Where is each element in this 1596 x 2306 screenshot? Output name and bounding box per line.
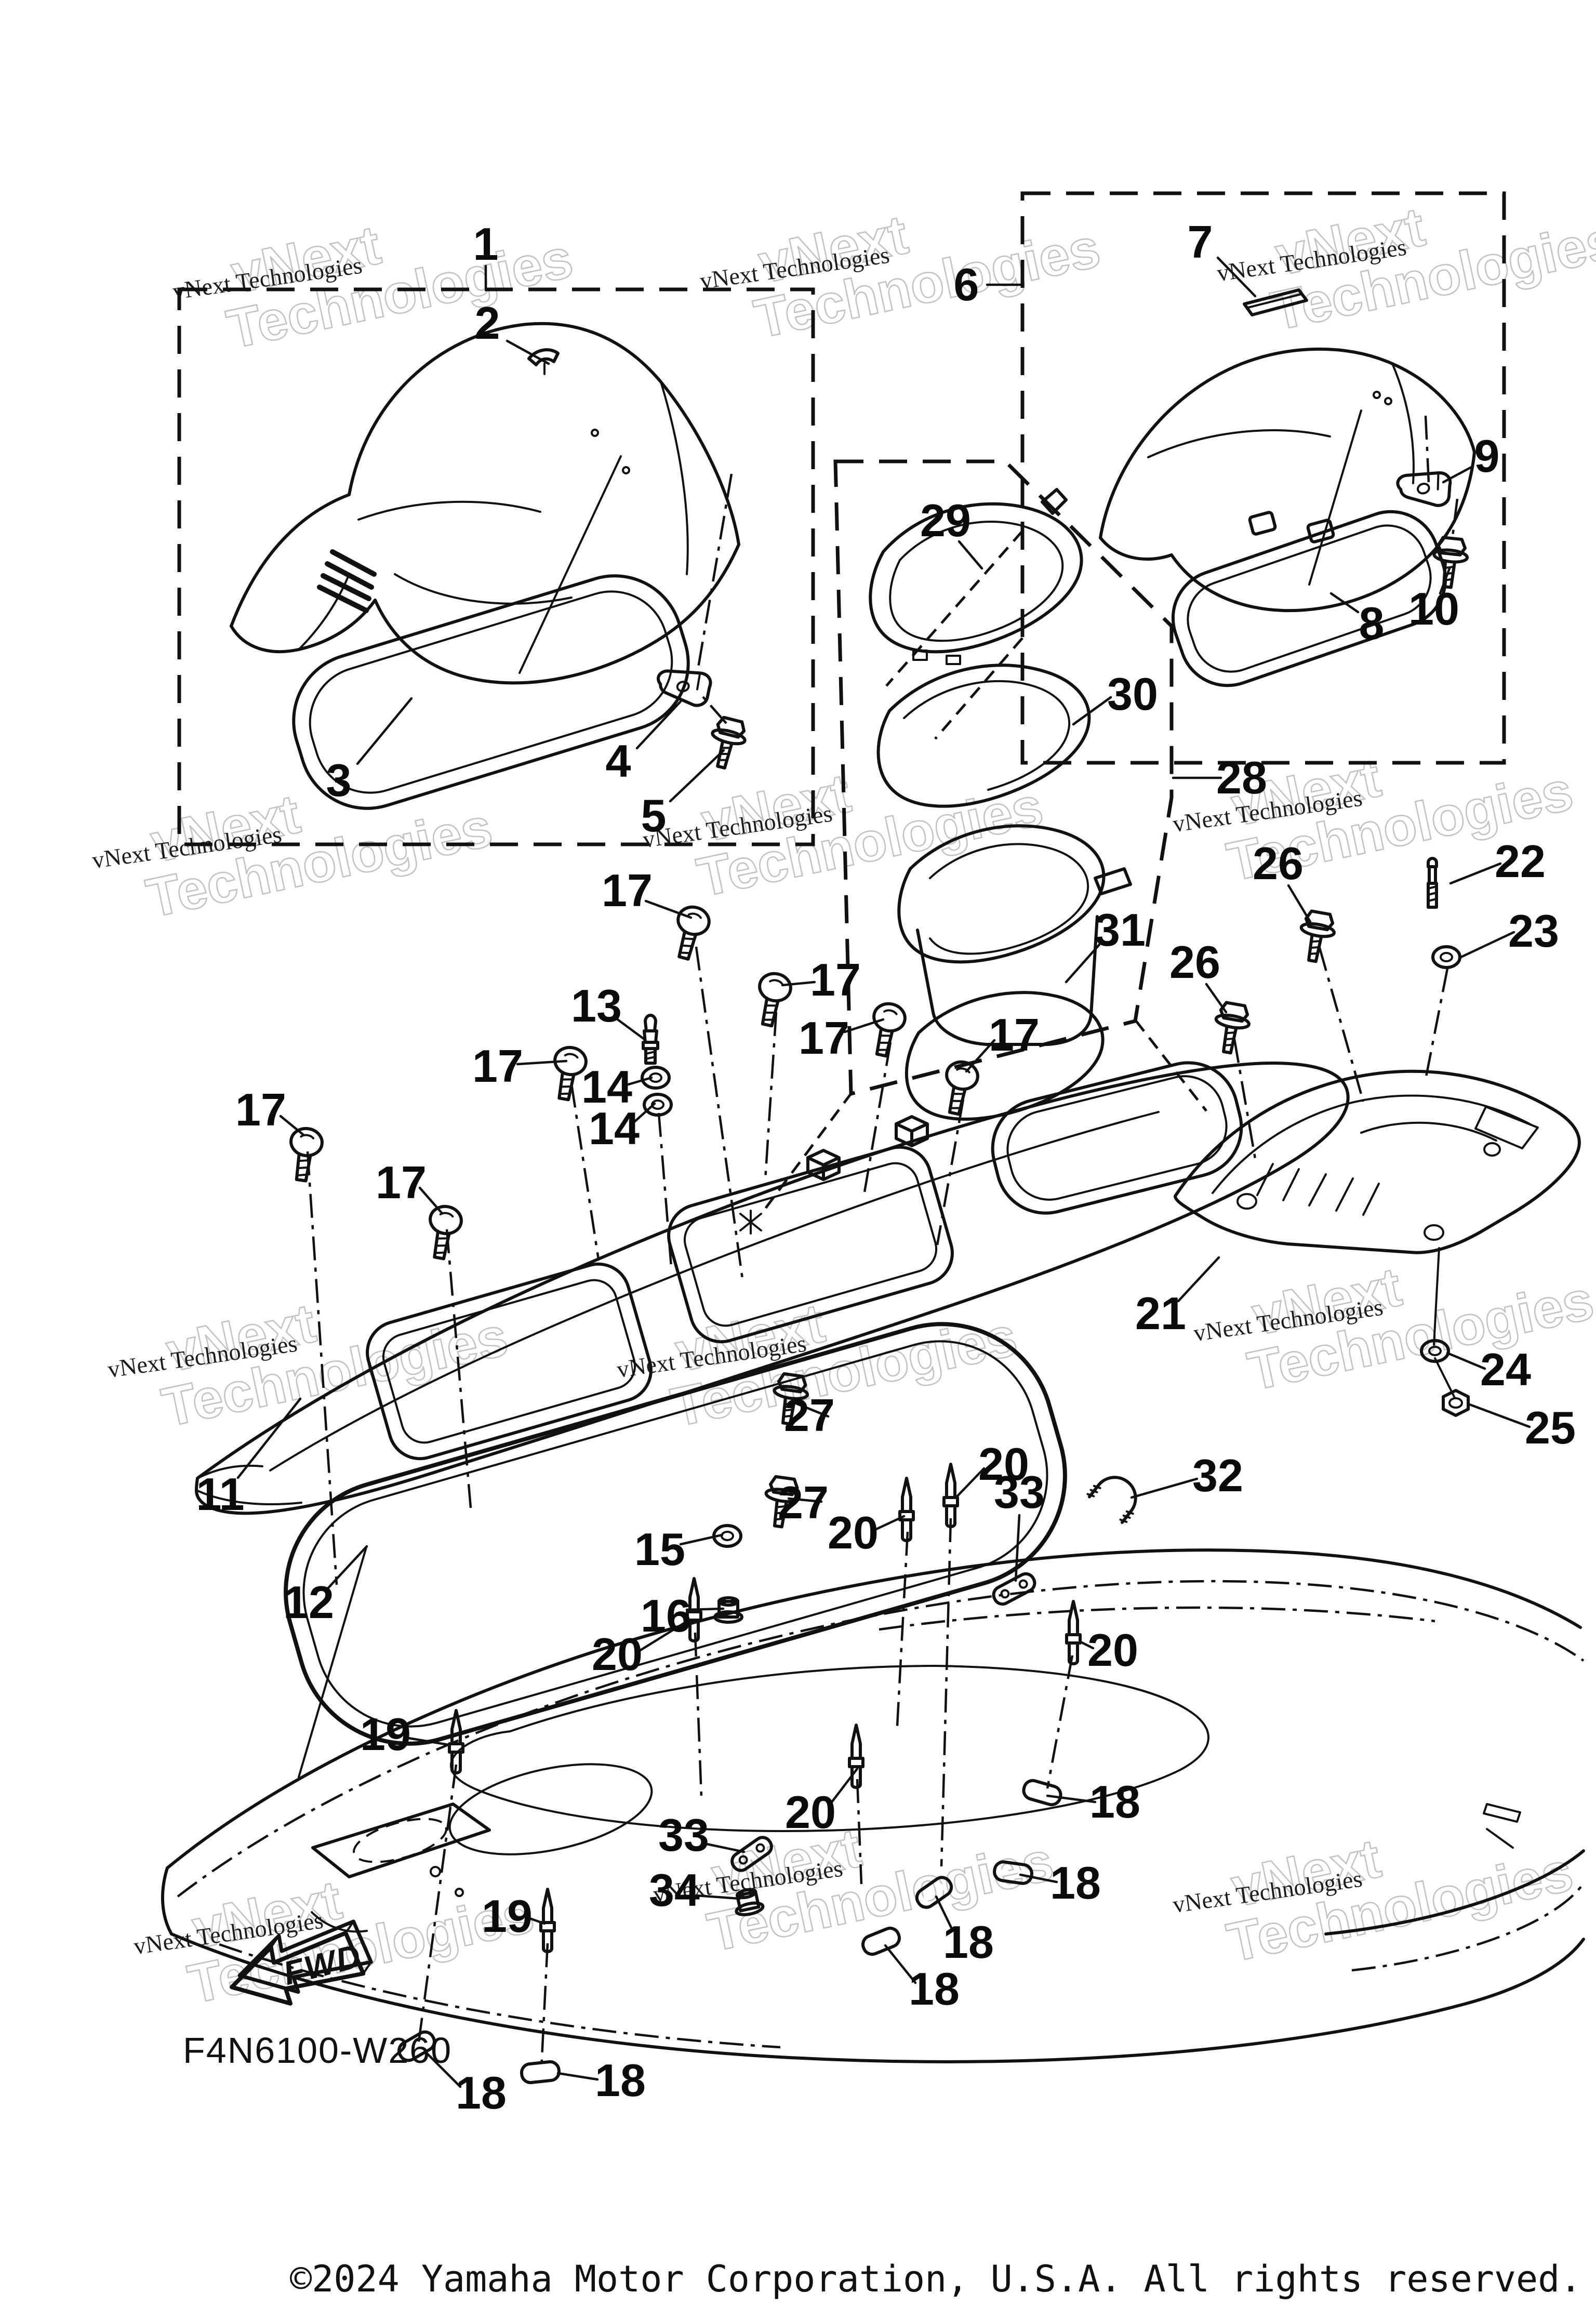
callout-4: 4 xyxy=(605,735,631,787)
callout-25: 25 xyxy=(1525,1402,1576,1453)
callout-1: 1 xyxy=(473,218,499,270)
callout-17: 17 xyxy=(235,1084,286,1135)
callout-8: 8 xyxy=(1359,598,1385,649)
callout-17: 17 xyxy=(989,1009,1040,1061)
callout-28: 28 xyxy=(1216,752,1267,803)
diagram-code: F4N6100-W260 xyxy=(183,2030,453,2071)
callout-14: 14 xyxy=(589,1103,640,1154)
storage-hatch-parts-drawing xyxy=(869,488,1132,1121)
callout-19: 19 xyxy=(482,1890,533,1942)
callout-13: 13 xyxy=(571,980,622,1031)
seat-latch-icon xyxy=(527,348,560,375)
callout-23: 23 xyxy=(1508,905,1559,957)
deck-block-icon xyxy=(806,1115,929,1181)
callout-18: 18 xyxy=(595,2055,646,2106)
callout-leader-lines xyxy=(236,256,1531,2088)
callout-7: 7 xyxy=(1187,216,1213,268)
rear-carrier-handle-drawing xyxy=(1174,858,1581,1415)
callout-10: 10 xyxy=(1408,583,1459,634)
callout-17: 17 xyxy=(799,1012,849,1064)
callout-24: 24 xyxy=(1480,1344,1531,1395)
callout-15: 15 xyxy=(634,1523,685,1575)
callout-17: 17 xyxy=(376,1157,427,1208)
callout-29: 29 xyxy=(920,495,971,546)
callout-20: 20 xyxy=(592,1628,643,1680)
callout-3: 3 xyxy=(326,754,352,806)
rear-seat-gasket-ring xyxy=(1171,510,1447,687)
callout-18: 18 xyxy=(456,2067,507,2118)
deck-under-locker-drawing xyxy=(195,1061,1350,1515)
callout-22: 22 xyxy=(1495,836,1546,887)
callout-20: 20 xyxy=(1087,1624,1138,1676)
callout-11: 11 xyxy=(196,1468,245,1520)
callout-34: 34 xyxy=(649,1864,700,1916)
callout-18: 18 xyxy=(909,1963,960,2015)
callout-21: 21 xyxy=(1135,1288,1186,1339)
hull-drawing xyxy=(161,1546,1586,2063)
callout-18: 18 xyxy=(1089,1776,1140,1827)
rear-seat-assembly-drawing xyxy=(1099,288,1476,687)
callout-6: 6 xyxy=(953,259,979,310)
callout-32: 32 xyxy=(1192,1450,1243,1501)
front-seat-assembly-drawing xyxy=(230,322,749,810)
box-connector-dashes xyxy=(762,530,1207,1212)
callout-2: 2 xyxy=(474,297,500,349)
fwd-arrow-icon: FWD xyxy=(230,1919,373,2006)
seat-gasket-ring xyxy=(292,574,690,810)
projection-lines xyxy=(306,946,1449,2070)
callout-20: 20 xyxy=(828,1507,879,1558)
callout-9: 9 xyxy=(1474,430,1500,482)
callout-27: 27 xyxy=(778,1477,829,1528)
callout-26: 26 xyxy=(1253,838,1304,889)
callout-17: 17 xyxy=(472,1040,523,1092)
callout-17: 17 xyxy=(810,954,861,1005)
callout-17: 17 xyxy=(602,865,653,916)
callout-16: 16 xyxy=(641,1590,691,1641)
seat-strap-icon xyxy=(1243,288,1308,316)
callout-18: 18 xyxy=(943,1916,994,1968)
callout-30: 30 xyxy=(1107,668,1158,720)
callout-33: 33 xyxy=(658,1809,709,1861)
callout-33: 33 xyxy=(994,1466,1045,1518)
callout-12: 12 xyxy=(283,1576,334,1628)
callout-26: 26 xyxy=(1169,936,1220,988)
callout-19: 19 xyxy=(360,1708,411,1760)
copyright-text: ©2024 Yamaha Motor Corporation, U.S.A. A… xyxy=(290,2258,1582,2300)
callout-20: 20 xyxy=(785,1786,836,1838)
callout-5: 5 xyxy=(641,790,667,841)
deck-gasket-ring xyxy=(284,1322,1067,1746)
callout-27: 27 xyxy=(784,1389,835,1441)
callout-20: 20 xyxy=(978,1438,1029,1490)
callout-18: 18 xyxy=(1050,1857,1101,1909)
callout-14: 14 xyxy=(581,1061,632,1112)
callout-31: 31 xyxy=(1095,904,1146,956)
group-box-1 xyxy=(177,287,815,846)
